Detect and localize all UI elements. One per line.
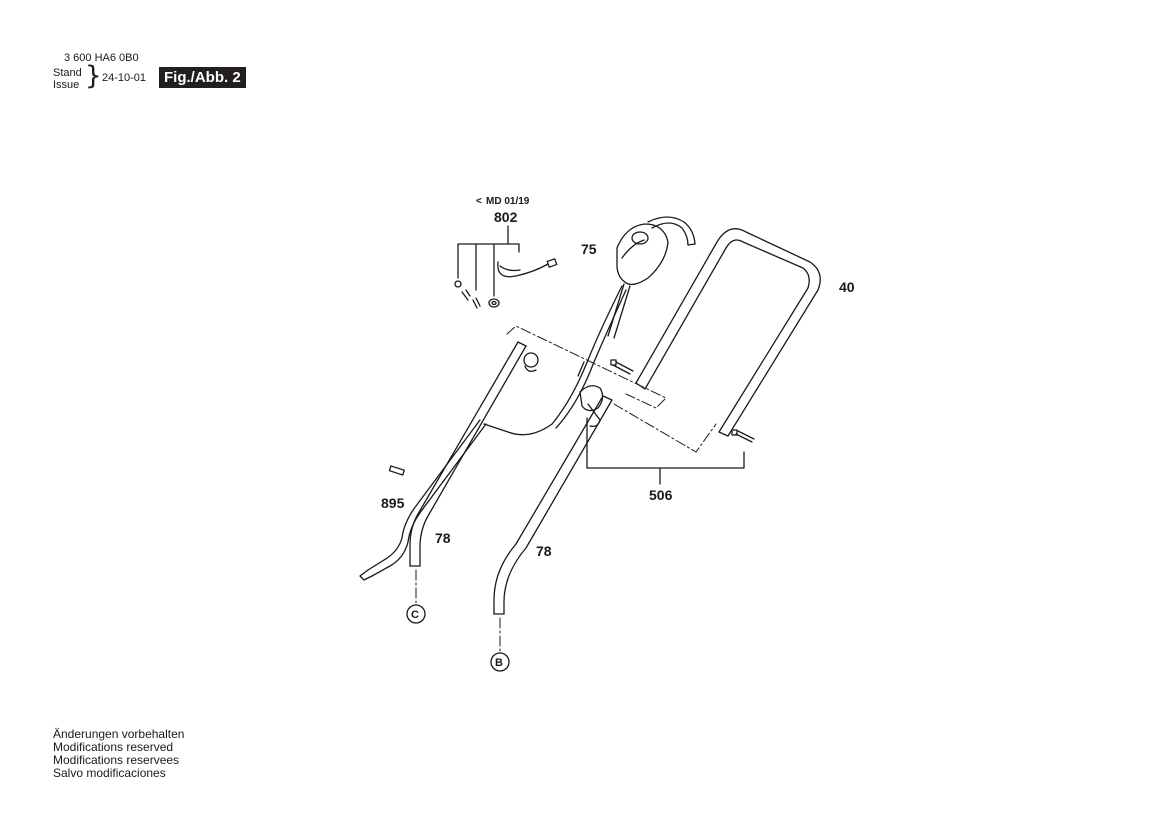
callout-75: 75 xyxy=(581,241,597,257)
part-number: 3 600 HA6 0B0 xyxy=(64,52,139,64)
reference-c-circle xyxy=(406,604,426,624)
stand-label: Stand xyxy=(53,67,82,79)
reference-b-circle xyxy=(490,652,510,672)
callout-40: 40 xyxy=(839,279,855,295)
figure-badge: Fig./Abb. 2 xyxy=(159,67,246,88)
alignment-line-upper xyxy=(506,325,667,409)
callout-78-left: 78 xyxy=(435,530,451,546)
brace-symbol: } xyxy=(85,61,102,91)
reference-b-label: B xyxy=(495,657,503,669)
note-line: Salvo modificaciones xyxy=(53,766,166,780)
left-lower-handle-part xyxy=(409,341,539,567)
issue-date: 24-10-01 xyxy=(102,72,147,84)
top-handle-part xyxy=(635,228,821,437)
alignment-line-lower xyxy=(613,403,717,453)
modification-notes: Änderungen vorbehalten Modifications res… xyxy=(53,728,184,780)
cable-kit-part xyxy=(454,243,558,309)
md-arrow-icon: < xyxy=(476,196,482,207)
switch-box-part xyxy=(483,216,696,436)
right-lower-handle-part xyxy=(493,385,613,615)
note-line: Änderungen vorbehalten xyxy=(53,727,185,741)
callout-506: 506 xyxy=(649,487,673,503)
kit-506-bracket xyxy=(586,417,745,469)
cable-clip-rod-part xyxy=(359,419,487,581)
bolts xyxy=(610,359,755,443)
note-line: Modifications reservees xyxy=(53,753,180,767)
issue-label: Issue xyxy=(53,79,80,91)
reference-c-label: C xyxy=(411,609,419,621)
callout-802: 802 xyxy=(494,209,518,225)
md-note-label: MD 01/19 xyxy=(486,196,530,207)
callout-895: 895 xyxy=(381,495,405,511)
callout-78-right: 78 xyxy=(536,543,552,559)
note-line: Modifications reserved xyxy=(53,740,174,754)
